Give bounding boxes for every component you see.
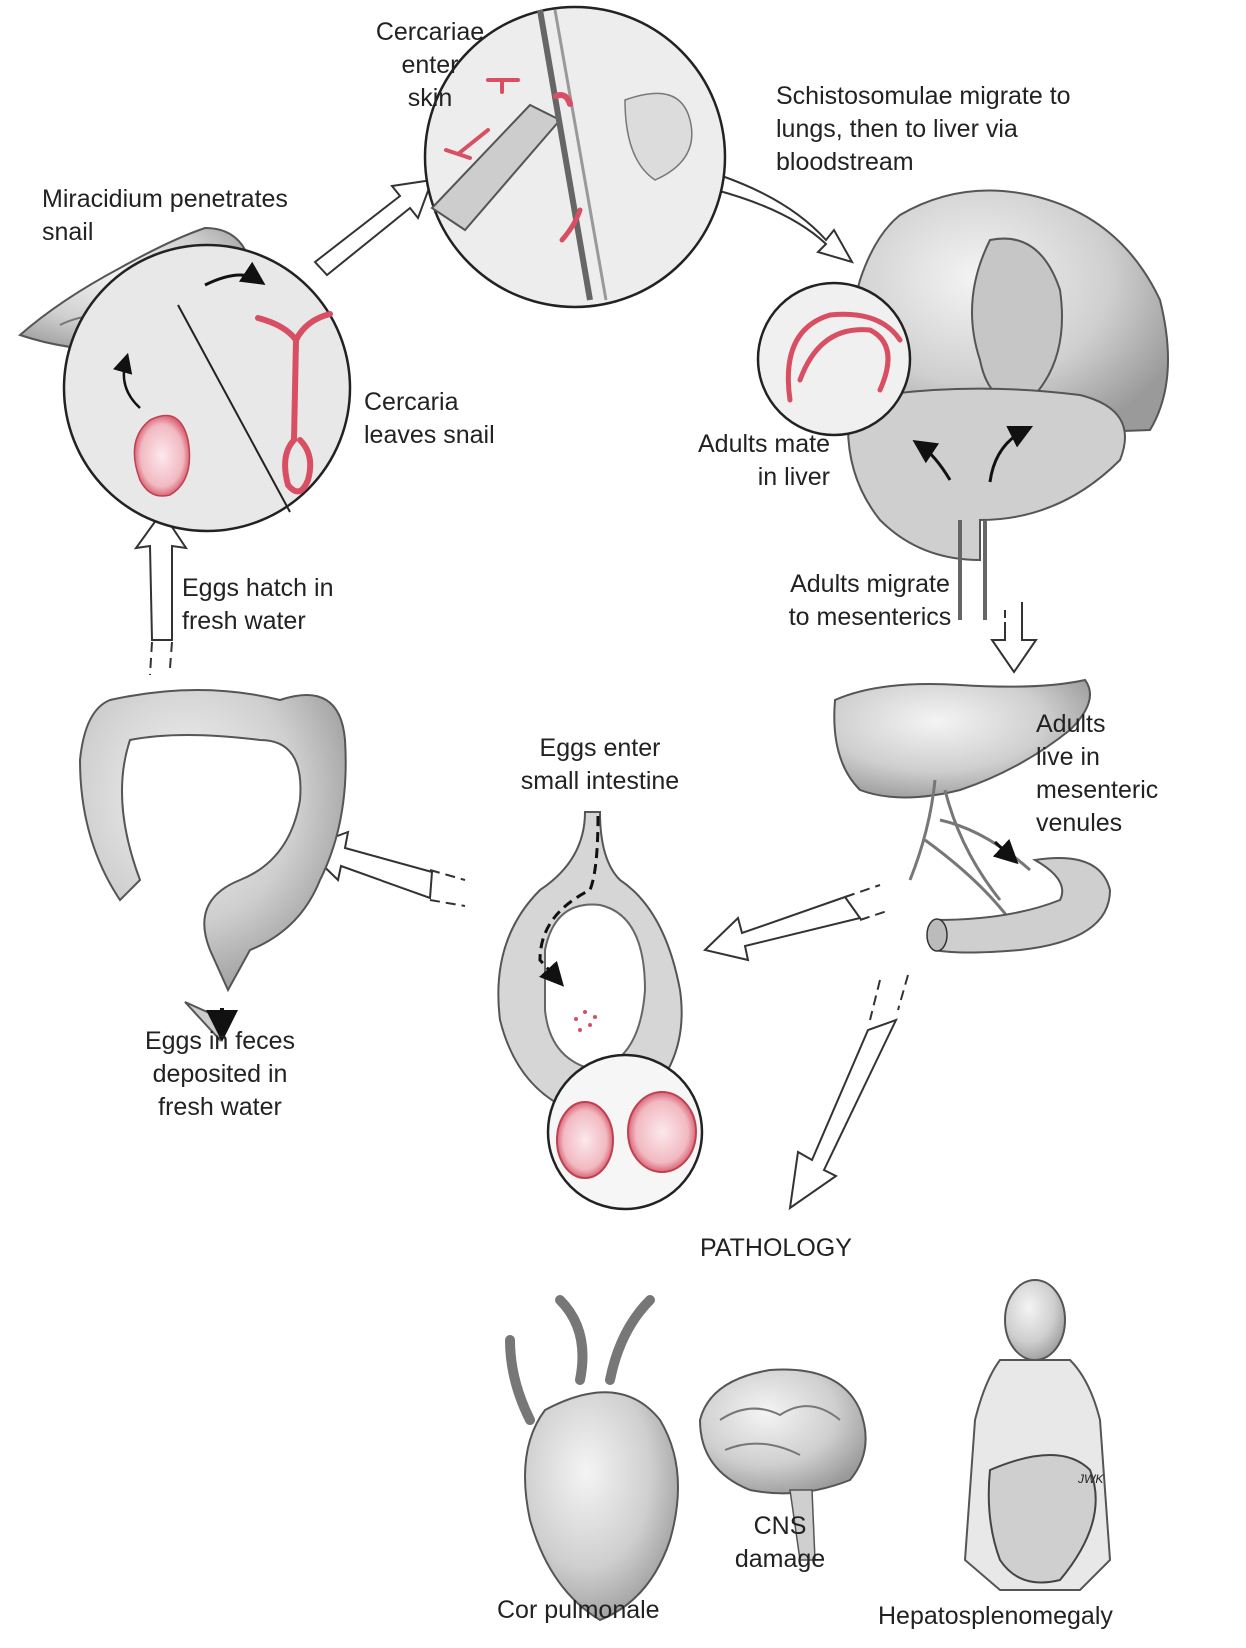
label-cor-pulmonale: Cor pulmonale [497, 1594, 660, 1627]
label-schistosomulae-migrate: Schistosomulae migrate to lungs, then to… [776, 80, 1071, 179]
egg-magnifier [548, 1055, 702, 1209]
worm-magnifier [758, 283, 910, 435]
arrow-snail-to-skin [315, 180, 432, 275]
label-adults-mate: Adults mate in liver [650, 428, 830, 494]
label-adults-live: Adults live in mesenteric venules [1036, 708, 1158, 840]
label-cercaria-leaves-snail: Cercaria leaves snail [364, 386, 495, 452]
patient-figure-icon [965, 1280, 1110, 1590]
arrow-mesenteric [995, 842, 1012, 858]
label-adults-migrate: Adults migrate to mesenterics [770, 568, 970, 634]
artist-signature: JWK [1078, 1472, 1103, 1486]
label-eggs-enter-intestine: Eggs enter small intestine [500, 732, 700, 798]
label-hepatosplenomegaly: Hepatosplenomegaly [878, 1600, 1113, 1633]
label-cns-damage: CNS damage [720, 1510, 840, 1576]
heart-icon [510, 1300, 678, 1620]
label-cercariae-enter-skin: Cercariae enter skin [350, 16, 510, 115]
arrow-liver-to-mesenterics [992, 602, 1036, 672]
label-pathology: PATHOLOGY [700, 1232, 852, 1265]
label-eggs-hatch: Eggs hatch in fresh water [182, 572, 334, 638]
large-intestine-icon [80, 690, 346, 1040]
lungs-heart-liver-icon [848, 191, 1168, 621]
arrow-mesentery-to-intestine [705, 885, 890, 960]
label-eggs-in-feces: Eggs in feces deposited in fresh water [115, 1025, 325, 1124]
label-miracidium-penetrates: Miracidium penetrates snail [42, 183, 288, 249]
snail-magnifier [64, 245, 350, 531]
arrow-colon-to-snail [136, 512, 186, 675]
arrow-mesentery-to-pathology [790, 975, 908, 1208]
arrow-skin-to-lungs [716, 176, 852, 262]
